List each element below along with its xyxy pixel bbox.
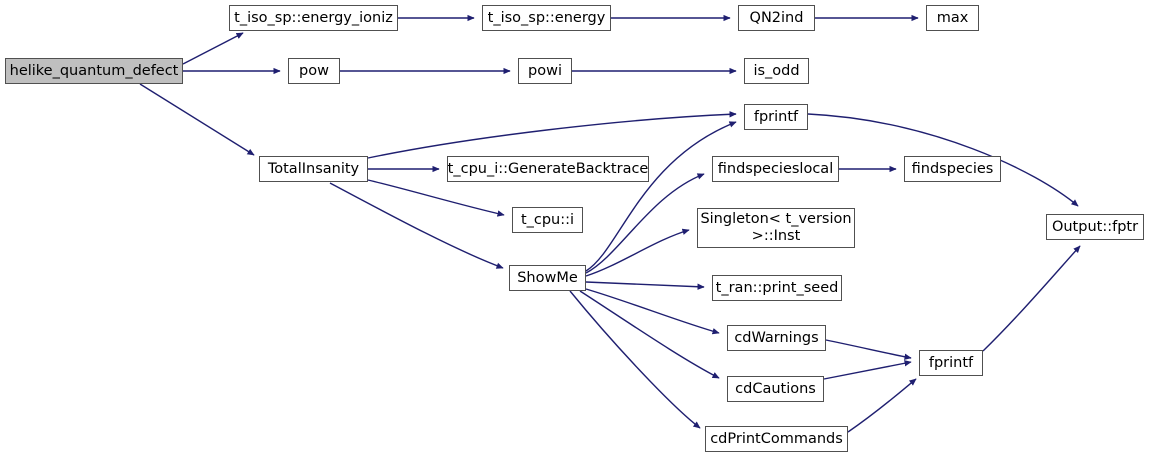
node-fprintf_top[interactable]: fprintf [744, 104, 808, 130]
edge-totalinsanity-to-showme [329, 182, 504, 269]
edge-cdprintcommands-to-fprintf_bot [847, 378, 917, 433]
node-label-cdcautions: cdCautions [735, 380, 816, 397]
node-findspecieslocal[interactable]: findspecieslocal [712, 156, 839, 182]
edge-showme-to-fprintf_top [585, 121, 737, 272]
edge-showme-to-cdcautions [579, 290, 720, 379]
node-label-cdwarnings: cdWarnings [734, 329, 819, 346]
edge-cdwarnings-to-fprintf_bot [825, 339, 912, 360]
node-label-fprintf_bot: fprintf [928, 354, 974, 371]
node-cdprintcommands[interactable]: cdPrintCommands [705, 426, 848, 452]
node-powi[interactable]: powi [518, 58, 572, 84]
edge-cdcautions-to-fprintf_bot [823, 360, 912, 380]
node-label-print_seed: t_ran::print_seed [715, 279, 839, 296]
edge-showme-to-singleton [585, 228, 690, 277]
node-label-qn2ind: QN2ind [749, 9, 804, 26]
node-is_odd[interactable]: is_odd [744, 58, 809, 84]
node-label-fprintf_top: fprintf [753, 108, 799, 125]
edges-group [139, 14, 1081, 433]
node-cdwarnings[interactable]: cdWarnings [727, 325, 826, 351]
node-label-generatebacktrace: t_cpu_i::GenerateBacktrace [447, 160, 649, 177]
edge-totalinsanity-to-fprintf_top [367, 111, 737, 159]
node-cdcautions[interactable]: cdCautions [727, 376, 824, 402]
node-label-showme: ShowMe [517, 269, 578, 286]
node-label-pow: pow [299, 62, 329, 79]
edge-showme-to-cdprintcommands [569, 290, 701, 429]
node-print_seed[interactable]: t_ran::print_seed [712, 275, 842, 301]
edge-helike-to-totalinsanity [139, 83, 255, 156]
node-label-energy_ioniz: t_iso_sp::energy_ioniz [234, 9, 393, 26]
edge-showme-to-print_seed [585, 281, 705, 290]
edge-showme-to-findspecieslocal [585, 173, 705, 274]
edge-totalinsanity-to-tcpu_i [367, 179, 505, 217]
node-findspecies[interactable]: findspecies [904, 156, 1001, 182]
node-label-helike: helike_quantum_defect [9, 62, 179, 79]
edge-fprintf_bot-to-output_fptr [982, 245, 1081, 352]
node-label-singleton: Singleton< t_version >::Inst [700, 211, 852, 244]
node-label-is_odd: is_odd [753, 62, 800, 79]
node-tcpu_i[interactable]: t_cpu::i [512, 207, 583, 233]
node-label-totalinsanity: TotalInsanity [267, 160, 360, 177]
node-output_fptr[interactable]: Output::fptr [1046, 214, 1144, 240]
node-showme[interactable]: ShowMe [509, 265, 586, 291]
edge-fprintf_top-to-output_fptr [807, 113, 1079, 207]
node-max[interactable]: max [926, 5, 979, 31]
node-qn2ind[interactable]: QN2ind [738, 5, 815, 31]
node-label-findspecies: findspecies [911, 160, 994, 177]
node-pow[interactable]: pow [288, 58, 340, 84]
node-label-cdprintcommands: cdPrintCommands [710, 430, 843, 447]
node-label-output_fptr: Output::fptr [1051, 218, 1139, 235]
node-totalinsanity[interactable]: TotalInsanity [259, 156, 368, 182]
node-energy[interactable]: t_iso_sp::energy [482, 5, 611, 31]
node-fprintf_bot[interactable]: fprintf [919, 350, 983, 376]
edge-helike-to-energy_ioniz [182, 32, 244, 65]
node-label-max: max [936, 9, 969, 26]
node-singleton[interactable]: Singleton< t_version >::Inst [697, 208, 855, 248]
node-generatebacktrace[interactable]: t_cpu_i::GenerateBacktrace [447, 156, 649, 182]
edge-showme-to-cdwarnings [585, 288, 720, 335]
node-label-energy: t_iso_sp::energy [487, 9, 606, 26]
node-helike[interactable]: helike_quantum_defect [5, 58, 183, 84]
node-label-findspecieslocal: findspecieslocal [717, 160, 834, 177]
node-label-tcpu_i: t_cpu::i [520, 211, 575, 228]
node-energy_ioniz[interactable]: t_iso_sp::energy_ioniz [229, 5, 398, 31]
node-label-powi: powi [528, 62, 562, 79]
